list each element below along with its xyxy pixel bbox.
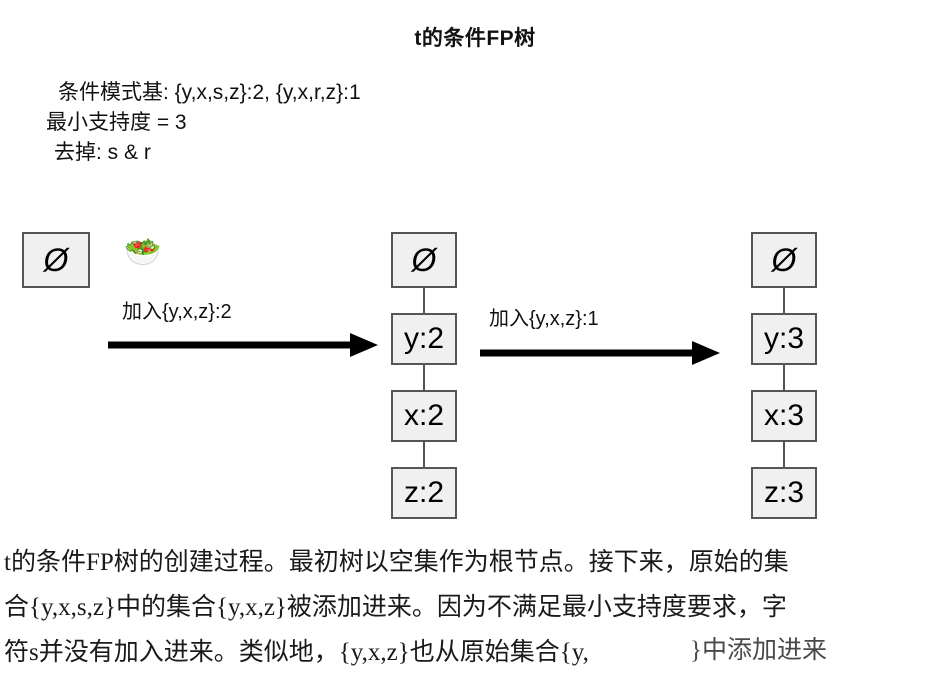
tree2-edge-root-y <box>423 288 425 313</box>
tree3-node-root: Ø <box>751 232 817 288</box>
removed-items-line: 去掉: s & r <box>54 141 151 164</box>
salad-bowl-emoji: 🥗 <box>124 236 162 269</box>
arrow1-label: 加入{y,x,z}:2 <box>122 301 232 323</box>
tree2-edge-x-z <box>423 442 425 467</box>
tree3-edge-y-x <box>783 365 785 390</box>
tree3-node-y: y:3 <box>751 313 817 365</box>
arrow1-icon <box>108 333 378 357</box>
caption-line-2: 合{y,x,s,z}中的集合{y,x,z}被添加进来。因为不满足最小支持度要求，… <box>4 594 787 621</box>
caption-line-3-tail-text: }中添加进来 <box>690 637 827 664</box>
arrow2-icon <box>480 341 720 365</box>
min-support-line: 最小支持度 = 3 <box>46 111 187 134</box>
tree3-node-z: z:3 <box>751 467 817 519</box>
tree2-edge-y-x <box>423 365 425 390</box>
page-title: t的条件FP树 <box>414 27 536 50</box>
fp-tree-diagram: Ø 🥗 加入{y,x,z}:2 Ø y:2 x:2 z:2 加入{y,x,z}:… <box>22 232 817 519</box>
tree2-node-x: x:2 <box>391 390 457 442</box>
caption-line-3-clipped-tail: }中添加进来 <box>690 637 950 686</box>
caption-line-3: 符s并没有加入进来。类似地，{y,x,z}也从原始集合{y, <box>4 639 589 666</box>
tree2-node-z: z:2 <box>391 467 457 519</box>
tree2-node-y: y:2 <box>391 313 457 365</box>
conditional-pattern-base-line: 条件模式基: {y,x,s,z}:2, {y,x,r,z}:1 <box>58 81 361 104</box>
tree2-node-root: Ø <box>391 232 457 288</box>
arrow2-label: 加入{y,x,z}:1 <box>489 308 599 330</box>
conditional-pattern-info: 条件模式基: {y,x,s,z}:2, {y,x,r,z}:1 最小支持度 = … <box>44 78 361 168</box>
tree3-edge-x-z <box>783 442 785 467</box>
caption-line-1: t的条件FP树的创建过程。最初树以空集作为根节点。接下来，原始的集 <box>4 549 789 576</box>
figure-caption: t的条件FP树的创建过程。最初树以空集作为根节点。接下来，原始的集 合{y,x,… <box>0 540 950 675</box>
tree1-node-root: Ø <box>22 232 90 288</box>
tree3-edge-root-y <box>783 288 785 313</box>
tree3-node-x: x:3 <box>751 390 817 442</box>
